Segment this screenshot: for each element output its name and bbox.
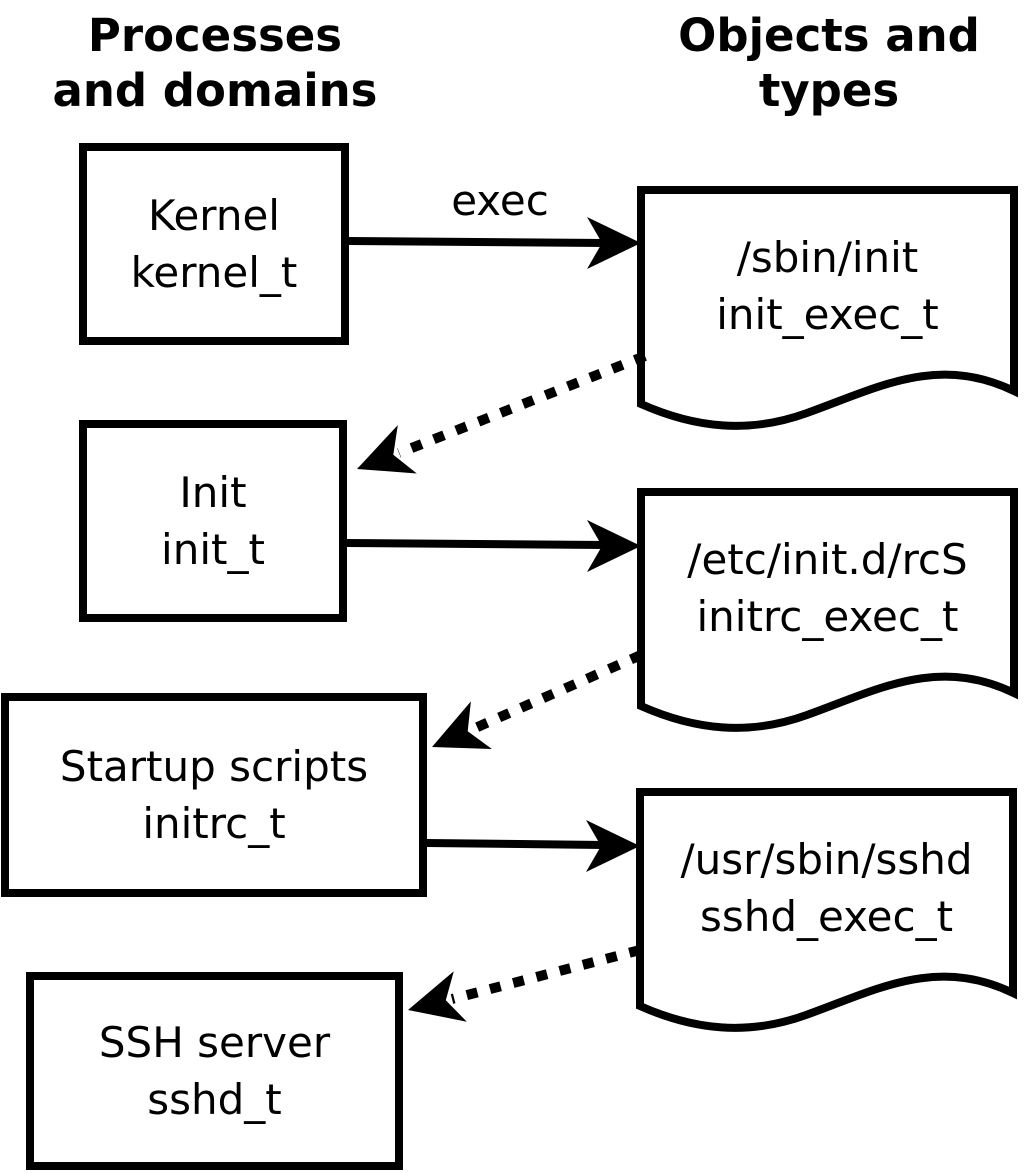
object-path: /etc/init.d/rcS [687,534,968,584]
process-box-ssh-server-label: SSH server sshd_t [99,1014,330,1128]
process-box-kernel: Kernel kernel_t [79,143,349,345]
object-type: initrc_exec_t [696,591,959,641]
process-domain: kernel_t [130,248,298,297]
process-name: Startup scripts [59,742,369,791]
objects-header-line1: Objects and [678,9,980,62]
process-box-startup-scripts: Startup scripts initrc_t [1,693,427,897]
transition-arrow-initrc-exec-to-initrc [432,650,644,749]
document-shape-icon [636,788,1017,1032]
object-doc-usr-sbin-sshd: /usr/sbin/sshd sshd_exec_t [636,788,1024,1048]
exec-arrow-initrc-to-sshd [426,820,640,872]
object-path: /sbin/init [736,232,919,282]
exec-arrow-label: exec [451,176,549,225]
process-name: SSH server [98,1018,331,1067]
exec-arrow-init-to-rcs [346,520,641,572]
process-box-init-label: Init init_t [161,464,265,578]
process-domain: initrc_t [142,799,286,848]
object-doc-sbin-init: /sbin/init init_exec_t [637,186,1024,446]
transition-arrow-sshd-exec-to-sshd [408,945,642,1022]
object-doc-etc-initd-rcs: /etc/init.d/rcS initrc_exec_t [637,488,1024,748]
document-shape-icon [637,186,1018,430]
process-domain: init_t [161,525,265,574]
document-shape-icon [637,488,1018,732]
process-box-startup-scripts-label: Startup scripts initrc_t [60,738,368,852]
object-doc-usr-sbin-sshd-label: /usr/sbin/sshd sshd_exec_t [636,788,1017,993]
processes-header-line2: and domains [52,64,378,117]
process-box-kernel-label: Kernel kernel_t [131,187,298,301]
objects-header-line2: types [758,64,900,117]
process-domain: sshd_t [147,1075,282,1124]
process-name: Init [179,468,247,517]
object-type: init_exec_t [716,289,939,339]
object-path: /usr/sbin/sshd [680,834,973,884]
process-name: Kernel [148,191,280,240]
processes-column-header: Processes and domains [20,8,410,118]
process-box-ssh-server: SSH server sshd_t [26,972,403,1170]
objects-column-header: Objects and types [634,8,1024,118]
object-type: sshd_exec_t [699,891,954,941]
object-doc-etc-initd-rcs-label: /etc/init.d/rcS initrc_exec_t [637,488,1018,693]
transition-arrow-init-exec-to-init [357,351,647,474]
processes-header-line1: Processes [87,9,343,62]
object-doc-sbin-init-label: /sbin/init init_exec_t [637,186,1018,391]
process-box-init: Init init_t [79,420,347,622]
